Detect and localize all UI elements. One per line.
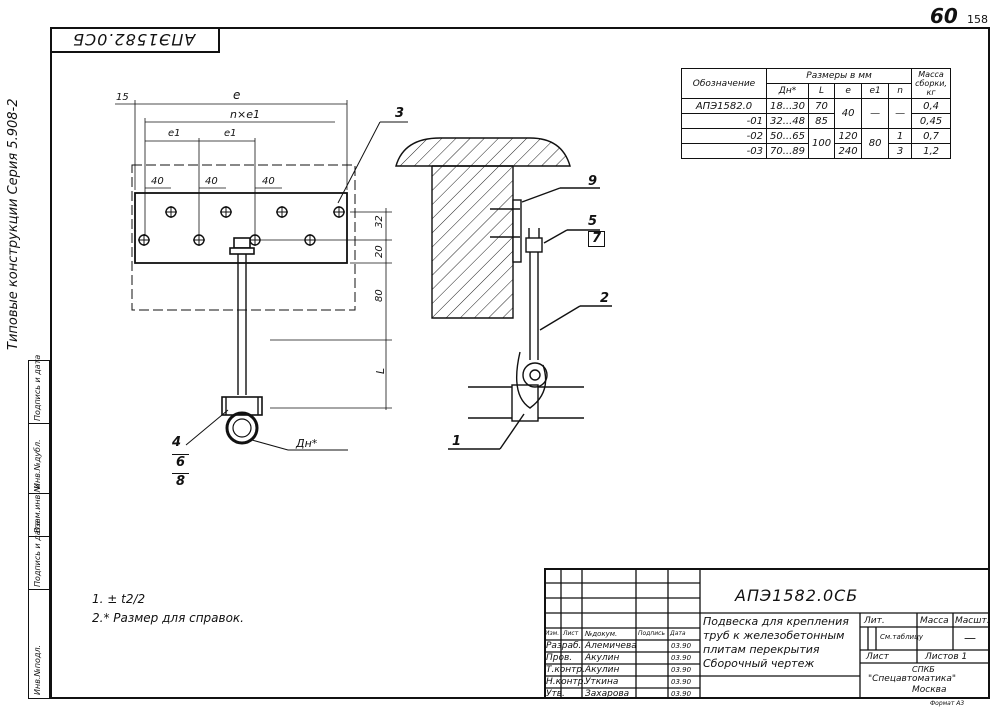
callout-8: 8 [172, 473, 190, 489]
callout-1: 1 [452, 434, 462, 449]
callout-9: 9 [588, 174, 598, 189]
col-head-date: Дата [670, 630, 686, 637]
col-head-sign: Подпись [638, 630, 665, 637]
callout-5: 5 [588, 214, 598, 229]
callout-6: 6 [172, 454, 190, 470]
sheets-label: Листов 1 [925, 652, 968, 662]
col-head-doc: №докум. [585, 630, 618, 638]
name-1: Акулин [585, 653, 620, 663]
title-line-3: плитам перекрытия [703, 643, 820, 656]
note-2: 2.* Размер для справок. [92, 611, 244, 625]
col-head-list: Лист [563, 630, 579, 637]
dim-v3: 80 [374, 289, 385, 302]
org-line-1: СПКБ [912, 665, 935, 674]
scale-label: Масшт. [955, 616, 990, 626]
name-0: Алемичева [585, 641, 637, 651]
scale-value: — [964, 631, 976, 645]
dim-v4: L [374, 367, 387, 374]
front-view [115, 100, 408, 451]
dim-v2: 20 [374, 245, 385, 258]
title-block-lines [544, 568, 990, 699]
role-0: Разраб. [546, 641, 582, 651]
table-row: -03 70...89 240 3 1,2 [681, 143, 951, 159]
callout-7: 7 [588, 231, 606, 247]
role-2: Т.контр. [546, 665, 586, 675]
dim-pitch-1: e1 [168, 128, 181, 139]
stamp-code-box: АПЭ1582.0СБ [50, 27, 220, 53]
sheet-number: 158 [967, 13, 988, 26]
mass-label: Масса [920, 616, 949, 626]
note-1: 1. ± t2/2 [92, 592, 146, 606]
side-view [395, 137, 612, 450]
dim-spacing-c: 40 [262, 176, 275, 187]
dim-overall: e [233, 88, 241, 102]
drawing-frame [50, 27, 990, 699]
dim-pitch-2: e1 [224, 128, 237, 139]
role-4: Утв. [546, 689, 565, 699]
dim-pipe-diameter: Дн* [296, 437, 318, 450]
th-e: e [834, 83, 863, 99]
th-designation: Обозначение [681, 68, 767, 99]
th-e1: e1 [861, 83, 890, 99]
table-row: -01 32...48 85 0,45 [681, 113, 951, 129]
dim-spacing-b: 40 [205, 176, 218, 187]
th-l: L [807, 83, 836, 99]
mass-value: См.таблицу [880, 633, 924, 641]
date-0: 03.90 [671, 642, 692, 650]
date-2: 03.90 [671, 666, 692, 674]
dimensions-table: Обозначение Размеры в мм Масса сборки, к… [681, 68, 951, 159]
dim-offset: 15 [116, 92, 129, 103]
callout-4: 4 [172, 435, 182, 450]
col-head-izm: Изм. [545, 630, 560, 637]
th-dn: Дн* [766, 83, 809, 99]
date-4: 03.90 [671, 690, 692, 698]
table-row: -02 50...65 100 120 80 1 0,7 [681, 128, 951, 159]
role-3: Н.контр. [546, 677, 587, 687]
side-fields-grid: Подпись и дата Инв.№дубл. Взам.инв.№ Под… [28, 355, 50, 699]
lit-label: Лит. [864, 616, 885, 626]
title-block [544, 568, 990, 699]
page-number: 60 [930, 4, 958, 28]
name-2: Акулин [585, 665, 620, 675]
doc-code: АПЭ1582.0СБ [735, 586, 859, 605]
name-4: Захарова [585, 689, 630, 699]
role-1: Пров. [546, 653, 573, 663]
th-mass: Масса сборки, кг [911, 68, 951, 99]
date-3: 03.90 [671, 678, 692, 686]
name-3: Уткина [585, 677, 619, 687]
title-line-2: труб к железобетонным [703, 629, 845, 642]
title-line-1: Подвеска для крепления [703, 615, 849, 628]
date-1: 03.90 [671, 654, 692, 662]
table-row: АПЭ1582.0 18...30 70 40 — — 0,4 [681, 98, 951, 129]
format-label: Формат А3 [930, 700, 965, 707]
sheet-label: Лист [866, 652, 889, 662]
org-line-3: Москва [912, 685, 947, 695]
dim-v1: 32 [374, 215, 385, 228]
org-line-2: "Спецавтоматика" [868, 674, 957, 684]
callout-3: 3 [395, 106, 405, 121]
th-n: n [888, 83, 913, 99]
dim-spacing-a: 40 [151, 176, 164, 187]
dim-pitch-group: n×e1 [230, 108, 260, 121]
title-line-4: Сборочный чертеж [703, 657, 815, 670]
th-sizes: Размеры в мм [765, 68, 913, 84]
callout-2: 2 [600, 291, 610, 306]
